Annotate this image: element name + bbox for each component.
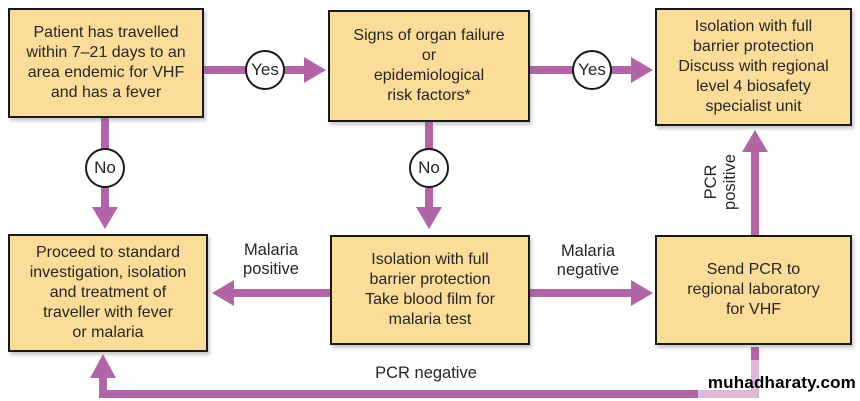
edge-label-malaria-positive: Malaria positive	[243, 241, 299, 278]
edge-label-malaria-negative: Malaria negative	[556, 242, 620, 279]
decision-circle-no-2: No	[409, 148, 449, 188]
watermark-overlay	[698, 360, 860, 401]
decision-circle-yes-2: Yes	[572, 50, 612, 90]
box-isolation-level4: Isolation with full barrier protection D…	[655, 8, 852, 126]
box-isolation-blood-film: Isolation with full barrier protection T…	[330, 235, 530, 345]
decision-circle-yes-1: Yes	[245, 50, 285, 90]
arrow-malaria-positive	[212, 280, 330, 306]
box-travel-fever: Patient has travelled within 7–21 days t…	[8, 8, 204, 118]
box-send-pcr: Send PCR to regional laboratory for VHF	[655, 235, 852, 345]
edge-label-pcr-negative: PCR negative	[375, 364, 477, 382]
arrow-malaria-negative	[530, 280, 653, 306]
box-organ-failure-risk: Signs of organ failure or epidemiologica…	[328, 10, 530, 122]
decision-circle-no-1: No	[85, 148, 125, 188]
edge-label-pcr-positive: PCR positive	[702, 154, 739, 210]
watermark-text: muhadharaty.com	[707, 373, 856, 392]
arrow-pcr-positive	[742, 130, 768, 235]
box-standard-investigation: Proceed to standard investigation, isola…	[8, 234, 208, 352]
